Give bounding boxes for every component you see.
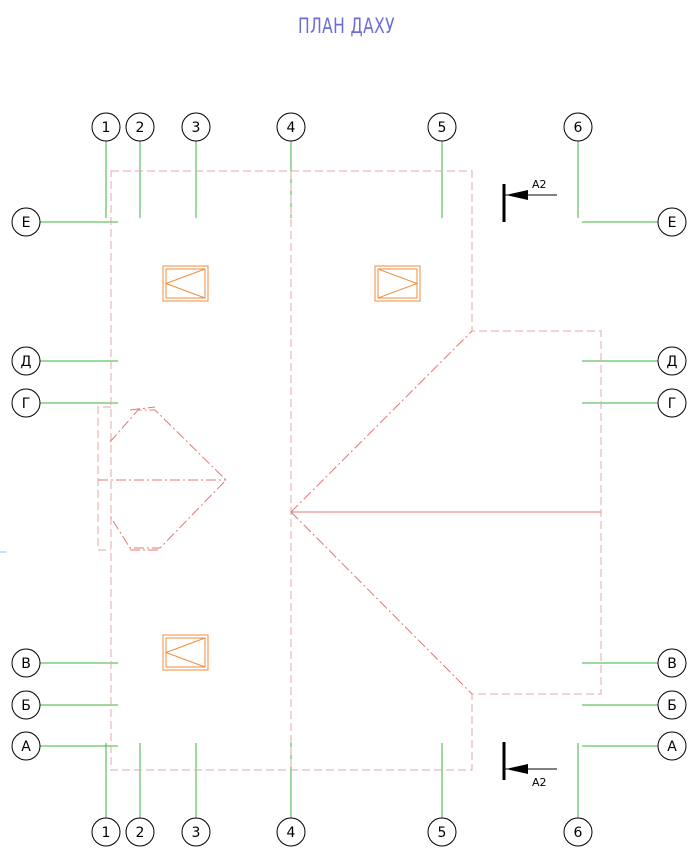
svg-text:5: 5 [438, 825, 447, 841]
axis-bubble-b-right: Б [657, 690, 687, 720]
svg-text:4: 4 [287, 120, 296, 136]
horizontal-grid-lines [40, 221, 658, 747]
axis-bubble-b-left: Б [11, 690, 41, 720]
vertical-grid-lines [105, 140, 579, 818]
axis-bubble-g-right: Г [657, 388, 687, 418]
svg-text:Г: Г [22, 396, 31, 412]
axis-bubble-g-left: Г [11, 388, 41, 418]
valley-upper [290, 330, 473, 513]
svg-text:3: 3 [192, 825, 201, 841]
svg-text:Д: Д [667, 354, 678, 370]
axis-bubble-6-top: 6 [563, 112, 593, 142]
section-mark-top: А2 [502, 178, 557, 222]
axis-bubble-a-left: А [11, 731, 41, 761]
section-label-bottom: А2 [532, 776, 547, 789]
axis-bubble-3-top: 3 [181, 112, 211, 142]
svg-text:4: 4 [287, 825, 296, 841]
axis-bubble-v-left: В [11, 648, 41, 678]
svg-text:В: В [667, 656, 677, 672]
plan-title: ПЛАН ДАХУ [298, 14, 395, 38]
axis-bubble-v-right: В [657, 648, 687, 678]
axis-bubbles-left: Е Д Г В Б А [11, 207, 41, 761]
axis-bubble-d-left: Д [11, 346, 41, 376]
skylight-3 [162, 634, 209, 671]
svg-text:Г: Г [668, 396, 677, 412]
dormer-eave [129, 406, 160, 551]
svg-text:Е: Е [22, 215, 31, 231]
skylights [162, 265, 421, 671]
axis-bubble-6-bottom: 6 [563, 817, 593, 847]
svg-text:2: 2 [136, 825, 145, 841]
roof-perimeter [110, 170, 602, 771]
axis-bubble-2-top: 2 [125, 112, 155, 142]
svg-text:2: 2 [136, 120, 145, 136]
svg-text:Б: Б [667, 698, 677, 714]
section-mark-bottom: А2 [502, 742, 557, 789]
roof-outline [97, 170, 602, 771]
axis-bubble-1-top: 1 [91, 112, 121, 142]
dormer-hips [109, 409, 227, 549]
valley-lower [290, 511, 473, 695]
svg-text:Е: Е [668, 215, 677, 231]
skylight-2 [374, 265, 421, 302]
axis-bubble-d-right: Д [657, 346, 687, 376]
svg-text:1: 1 [102, 120, 111, 136]
svg-text:Б: Б [21, 698, 31, 714]
svg-text:А: А [21, 739, 31, 755]
svg-text:А: А [667, 739, 677, 755]
roof-ridges [98, 330, 601, 695]
axis-bubbles-top: 1 2 3 4 5 6 [91, 112, 593, 142]
svg-text:1: 1 [102, 825, 111, 841]
dormer-outline-left [97, 406, 111, 551]
svg-text:В: В [21, 656, 31, 672]
axis-bubble-e-right: Е [657, 207, 687, 237]
axis-bubbles-right: Е Д Г В Б А [657, 207, 687, 761]
svg-text:6: 6 [574, 825, 583, 841]
axis-bubbles-bottom: 1 2 3 4 5 6 [91, 817, 593, 847]
axis-bubble-3-bottom: 3 [181, 817, 211, 847]
skylight-1 [162, 265, 209, 302]
section-label-top: А2 [532, 178, 547, 191]
axis-bubble-a-right: А [657, 731, 687, 761]
svg-text:5: 5 [438, 120, 447, 136]
svg-text:Д: Д [21, 354, 32, 370]
axis-bubble-5-top: 5 [427, 112, 457, 142]
svg-text:6: 6 [574, 120, 583, 136]
axis-bubble-4-top: 4 [276, 112, 306, 142]
axis-bubble-2-bottom: 2 [125, 817, 155, 847]
axis-bubble-1-bottom: 1 [91, 817, 121, 847]
axis-bubble-5-bottom: 5 [427, 817, 457, 847]
axis-bubble-4-bottom: 4 [276, 817, 306, 847]
svg-text:3: 3 [192, 120, 201, 136]
axis-bubble-e-left: Е [11, 207, 41, 237]
